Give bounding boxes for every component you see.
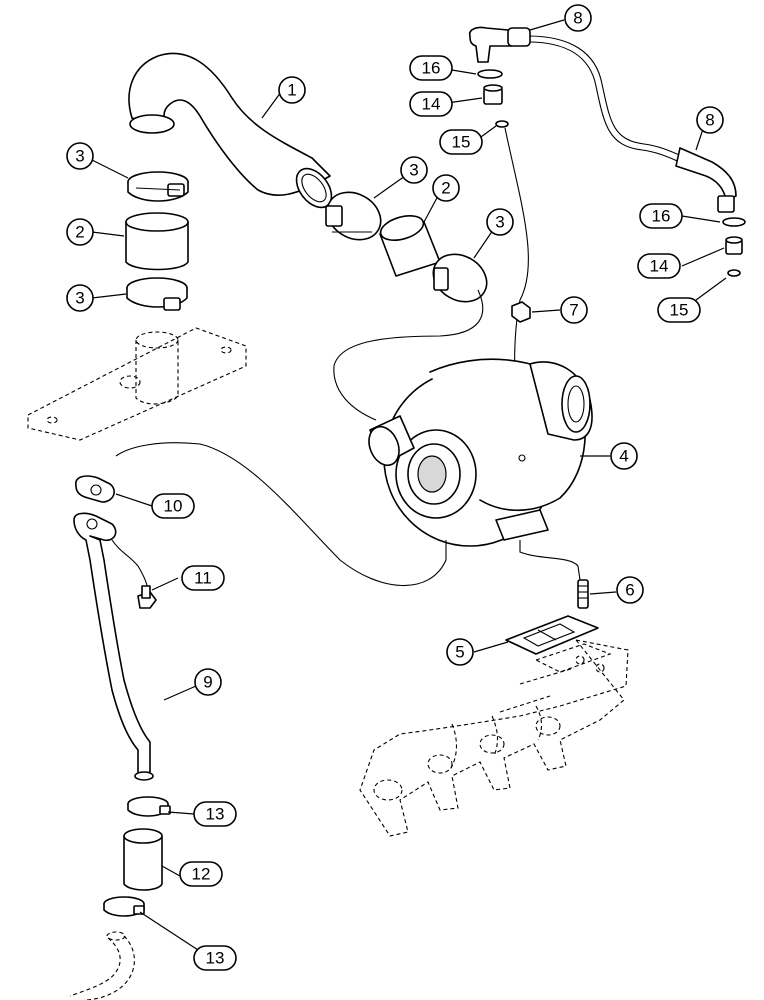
callout-16-right-label: 16 [652,207,671,226]
callout-9: 9 [194,668,222,696]
callout-13-upper-label: 13 [206,805,225,824]
exhaust-manifold [359,639,629,837]
callout-13-upper: 13 [193,801,237,827]
callout-9-label: 9 [203,673,212,692]
callout-13-lower-label: 13 [206,949,225,968]
callout-3-lower-left-label: 3 [75,289,84,308]
callout-2-middle-label: 2 [441,179,450,198]
callout-10-label: 10 [164,497,183,516]
callout-15-upper-label: 15 [452,133,471,152]
callout-11-label: 11 [194,569,212,588]
callout-7: 7 [560,296,588,324]
air-inlet-elbow-pipe [128,52,333,209]
leader-lines [91,19,727,951]
callout-2-left-label: 2 [75,223,84,242]
callout-3-lower-left: 3 [66,284,94,312]
callout-12-label: 12 [192,865,211,884]
callout-4: 4 [610,442,638,470]
callout-16-upper: 16 [409,55,453,81]
middle-hose-sleeve [379,215,441,277]
turbo-mounting-stud [577,579,589,609]
callout-8-right-label: 8 [705,111,714,130]
callout-7-label: 7 [569,301,578,320]
callout-3-middle-upper-label: 3 [409,161,418,180]
callout-15-right-label: 15 [670,301,689,320]
oil-drain-assembly-path [519,540,581,581]
intake-assembly-path [333,289,484,421]
callout-6-label: 6 [625,581,634,600]
callout-1-label: 1 [287,81,296,100]
callout-5-label: 5 [455,643,464,662]
upper-oil-fitting-adapter [483,84,503,105]
callout-13-lower: 13 [193,945,237,971]
oil-return-tube [73,512,154,781]
callout-3-upper-left: 3 [66,142,94,170]
turbocharger [368,358,593,547]
turbo-mounting-nut [511,301,531,323]
right-oil-fitting-washer [722,217,746,227]
callout-11: 11 [181,565,225,591]
air-intake-mounting-plate [27,327,247,441]
right-oil-fitting-o-ring [727,269,741,277]
callout-12: 12 [179,861,223,887]
callout-8-right: 8 [696,106,724,134]
oil-line-right-fitting [675,147,737,213]
upper-left-hose-clamp [127,171,189,202]
callout-14-right-label: 14 [650,257,669,276]
callout-14-right: 14 [637,253,681,279]
callout-3-middle-lower-label: 3 [495,213,504,232]
middle-upper-hose-clamp [325,191,382,241]
callout-3-middle-lower: 3 [486,208,514,236]
right-oil-fitting-adapter [725,236,743,255]
engine-oil-return-elbow [69,931,135,1000]
callout-16-upper-label: 16 [422,59,441,78]
oil-drain-hose [123,828,163,891]
oil-supply-line [468,26,683,163]
upper-oil-fitting-washer [477,69,503,79]
callout-16-right: 16 [639,203,683,229]
oil-return-bolt [111,539,157,609]
upper-oil-fitting-o-ring [495,120,509,128]
left-hose-sleeve [125,212,189,271]
callout-15-right: 15 [657,297,701,323]
callout-2-middle: 2 [432,174,460,202]
callout-2-left: 2 [66,218,94,246]
oil-return-gasket [75,475,115,503]
middle-lower-hose-clamp [432,253,488,303]
callout-3-upper-left-label: 3 [75,147,84,166]
oil-return-assembly-path [115,442,447,587]
callout-3-middle-upper: 3 [400,156,428,184]
lower-oil-drain-hose-clamp [103,896,145,917]
callout-14-upper-label: 14 [422,95,441,114]
callout-5: 5 [446,638,474,666]
lower-left-hose-clamp [126,277,188,311]
turbo-gasket [505,615,599,655]
callout-4-label: 4 [619,447,628,466]
callout-10: 10 [151,493,195,519]
callout-8-top: 8 [564,4,592,32]
callout-8-top-label: 8 [573,9,582,28]
callout-15-upper: 15 [439,129,483,155]
upper-oil-drain-hose-clamp [127,796,171,817]
callout-14-upper: 14 [409,91,453,117]
callout-6: 6 [616,576,644,604]
callout-1: 1 [278,76,306,104]
